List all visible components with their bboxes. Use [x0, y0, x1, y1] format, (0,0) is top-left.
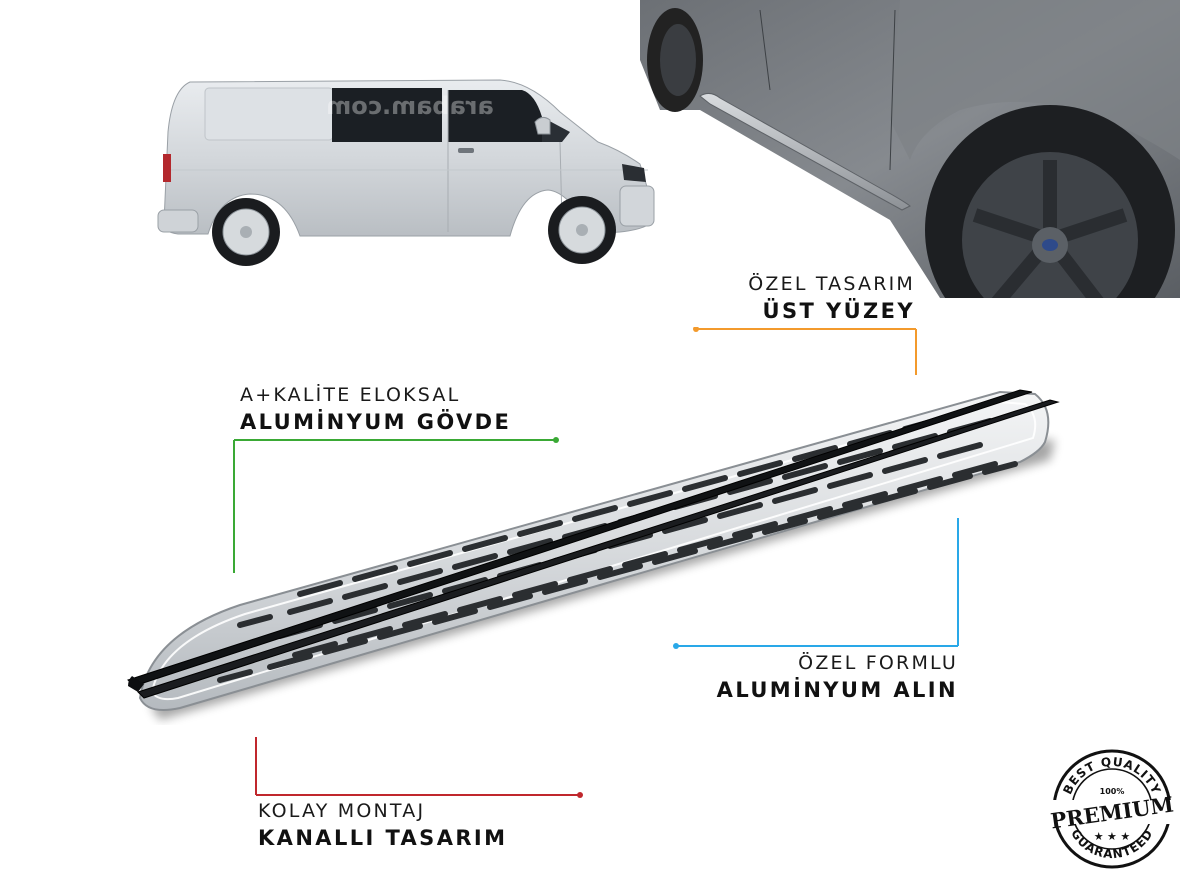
callout-top-surface-line2: ÜST YÜZEY [762, 299, 915, 323]
callout-body-leader [232, 437, 560, 573]
callout-mount-line2: KANALLI TASARIM [258, 826, 508, 850]
callout-front-leader [672, 518, 962, 650]
badge-main-text: PREMIUM [1050, 791, 1175, 833]
van-illustration: arabam.com [157, 79, 655, 266]
badge-percent: 100% [1100, 787, 1125, 796]
svg-text:arabam.com: arabam.com [326, 92, 493, 120]
van-photo: arabam.com [150, 72, 660, 272]
callout-body-line2: ALUMİNYUM GÖVDE [240, 410, 512, 434]
suv-illustration [640, 0, 1180, 298]
running-board-product [120, 380, 1070, 725]
callout-top-surface-leader [692, 327, 918, 375]
callout-body-line1: A+KALİTE ELOKSAL [240, 384, 461, 406]
callout-top-surface-line1: ÖZEL TASARIM [748, 273, 915, 295]
running-board-illustration [127, 389, 1060, 720]
suv-closeup-photo [640, 0, 1180, 298]
callout-front-line1: ÖZEL FORMLU [798, 652, 958, 674]
badge-stars: ★ ★ ★ [1094, 830, 1131, 843]
callout-front-line2: ALUMİNYUM ALIN [716, 678, 958, 702]
callout-mount-leader [254, 737, 584, 799]
callout-mount-line1: KOLAY MONTAJ [258, 800, 426, 822]
rear-wheel [212, 198, 280, 266]
front-wheel [548, 196, 616, 264]
premium-quality-badge: BEST QUALITY 100% PREMIUM ★ ★ ★ GUARANTE… [1050, 748, 1175, 870]
